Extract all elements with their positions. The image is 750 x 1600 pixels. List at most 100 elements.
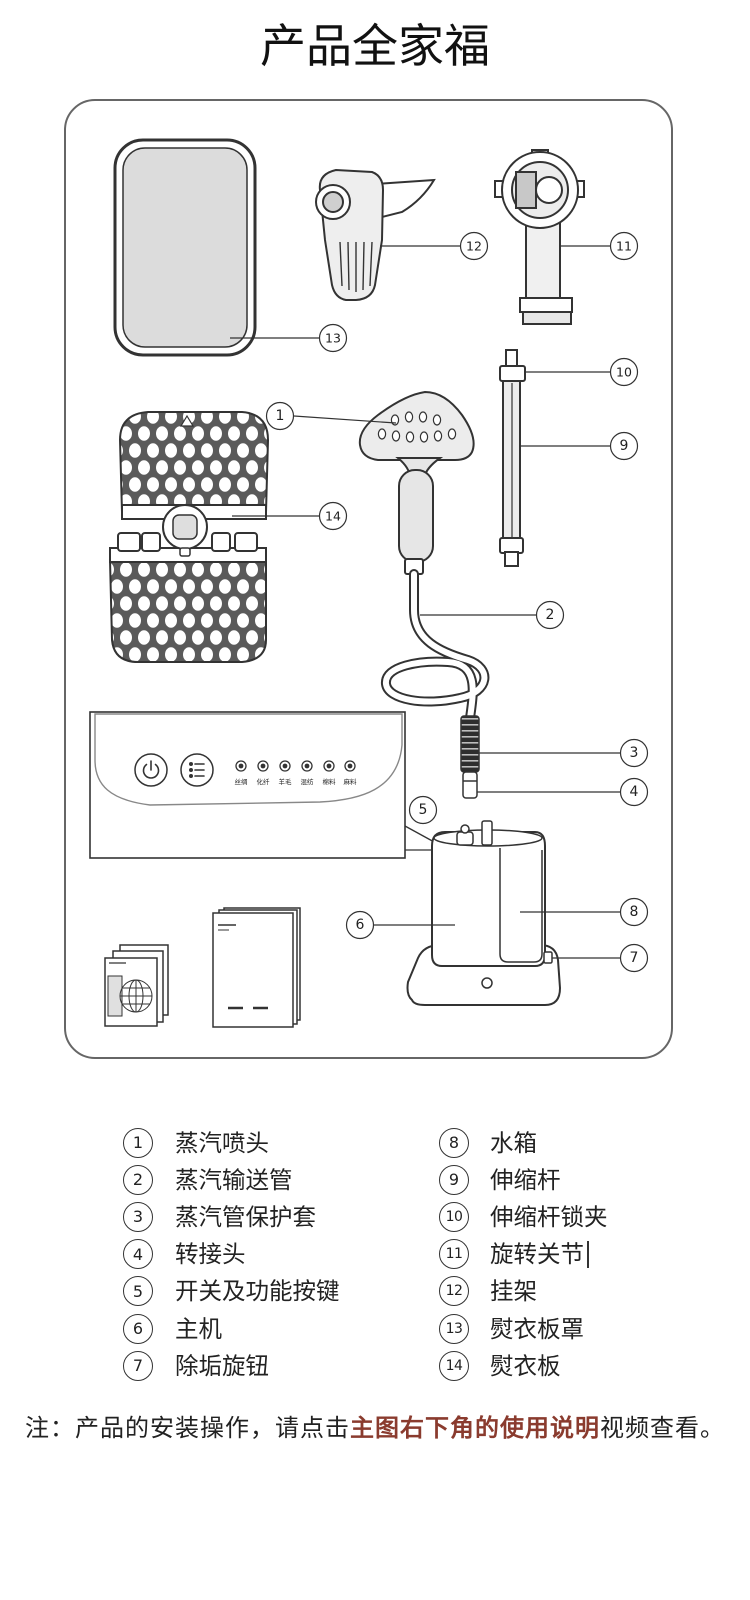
callout-5-number: 5 [419, 802, 428, 818]
legend-label: 熨衣板 [490, 1351, 561, 1380]
callout-2: 2 [420, 600, 565, 630]
legend-label: 伸缩杆锁夹 [490, 1202, 608, 1231]
board-hub-nub [179, 547, 191, 557]
legend-label: 伸缩杆 [490, 1165, 561, 1194]
hose-connector [462, 771, 478, 799]
legend-number: 12 [439, 1276, 469, 1307]
legend-label: 水箱 [490, 1128, 537, 1157]
board-bottom-half [108, 559, 267, 663]
joint-base-top [519, 297, 573, 313]
connector-body [462, 771, 478, 799]
hose-fill [383, 571, 488, 721]
legend-item: 9 伸缩杆 [439, 1161, 608, 1198]
user-manual [212, 907, 301, 1028]
hanger-ribs [339, 241, 373, 292]
callout-9: 9 [519, 431, 639, 461]
cover-inner [122, 147, 248, 348]
menu-button [180, 753, 214, 787]
legend-number: 6 [123, 1313, 153, 1344]
legend-number: 13 [439, 1313, 469, 1344]
legend-number: 5 [123, 1276, 153, 1307]
legend-item: 8 水箱 [439, 1124, 608, 1161]
power-icon [142, 760, 160, 779]
callout-14: 14 [232, 501, 348, 531]
legend-number: 4 [123, 1239, 153, 1270]
legend-number: 2 [123, 1164, 153, 1195]
callout-3: 3 [479, 738, 649, 768]
legend-number: 9 [439, 1164, 469, 1195]
legend-item: 2 蒸汽输送管 [123, 1161, 340, 1198]
hose-protective-sleeve [460, 715, 480, 773]
legend-label: 熨衣板罩 [490, 1314, 584, 1343]
callout-7: 7 [552, 943, 649, 973]
board-tab [234, 532, 258, 552]
legend-number: 14 [439, 1350, 469, 1381]
hose-port [481, 820, 493, 846]
menu-list-icon [189, 761, 205, 778]
main-unit-body [431, 831, 546, 967]
board-top-marker [179, 414, 195, 427]
callout-8-number: 8 [630, 904, 639, 920]
indicator-light [279, 760, 291, 772]
callout-8: 8 [520, 897, 649, 927]
base-indicator [481, 977, 493, 989]
main-unit [406, 820, 562, 1006]
callout-10: 10 [524, 357, 639, 387]
hanger [315, 168, 436, 301]
legend-label: 蒸汽输送管 [175, 1165, 293, 1194]
note-prefix: 注：产品的安装操作，请点击 [25, 1414, 350, 1442]
callout-10-number: 10 [616, 365, 632, 380]
steam-head [358, 390, 475, 575]
callout-6-number: 6 [356, 917, 365, 933]
pole-foot [504, 551, 519, 567]
legend-label: 旋转关节 [490, 1240, 584, 1269]
legend-item: 7 除垢旋钮 [123, 1347, 340, 1384]
page-title: 产品全家福 [260, 19, 490, 73]
zoom-guide-line [404, 825, 437, 844]
legend-left-column: 1 蒸汽喷头 2 蒸汽输送管 3 蒸汽管保护套 4 转接头 5 开关及功能按键 … [123, 1124, 340, 1384]
parts-diagram: 丝绸 化纤 羊毛 混纺 棉料 麻料 [64, 99, 673, 1059]
ironing-board-cover [113, 138, 257, 357]
callout-11-number: 11 [616, 239, 632, 254]
legend-number: 11 [439, 1239, 469, 1270]
water-tank [499, 848, 543, 963]
hanger-wing [374, 178, 436, 220]
fabric-indicators: 丝绸 化纤 羊毛 混纺 棉料 麻料 [235, 760, 358, 786]
callout-6: 6 [345, 910, 455, 940]
power-button [134, 753, 168, 787]
telescopic-pole [499, 349, 526, 567]
indicator-label: 化纤 [257, 777, 271, 786]
legend-item: 1 蒸汽喷头 [123, 1124, 340, 1161]
joint-opening [515, 171, 537, 209]
board-top-half [118, 411, 270, 513]
steam-head-plate [358, 390, 475, 461]
legend-item: 3 蒸汽管保护套 [123, 1198, 340, 1235]
switch-knob-top [460, 824, 470, 834]
legend-label: 开关及功能按键 [175, 1277, 340, 1306]
callout-5: 5 [408, 795, 438, 825]
legend-item: 13 熨衣板罩 [439, 1310, 608, 1347]
callouts: 13 12 11 10 9 1 14 [230, 231, 649, 973]
indicator-label: 棉料 [323, 777, 337, 786]
switch-knob [456, 831, 474, 846]
steam-handle [398, 469, 434, 563]
board-tab [141, 532, 161, 552]
callout-12: 12 [380, 231, 489, 261]
legend-label: 转接头 [175, 1240, 246, 1269]
indicator-label: 麻料 [344, 777, 358, 786]
legend-item: 4 转接头 [123, 1236, 340, 1273]
pole-lock-clip [499, 365, 526, 382]
indicator-light [257, 760, 269, 772]
control-panel-face [94, 713, 403, 806]
callout-9-number: 9 [620, 438, 629, 454]
indicator-light [323, 760, 335, 772]
control-panel: 丝绸 化纤 羊毛 混纺 棉料 麻料 [89, 711, 440, 859]
indicator-label: 羊毛 [279, 777, 293, 786]
descale-knob [543, 951, 553, 964]
legend-number: 7 [123, 1350, 153, 1381]
board-tab [211, 532, 231, 552]
note-suffix: 视频查看。 [600, 1414, 725, 1442]
text-cursor [587, 1240, 589, 1268]
indicator-label: 混纺 [301, 777, 315, 786]
callout-12-number: 12 [466, 239, 482, 254]
